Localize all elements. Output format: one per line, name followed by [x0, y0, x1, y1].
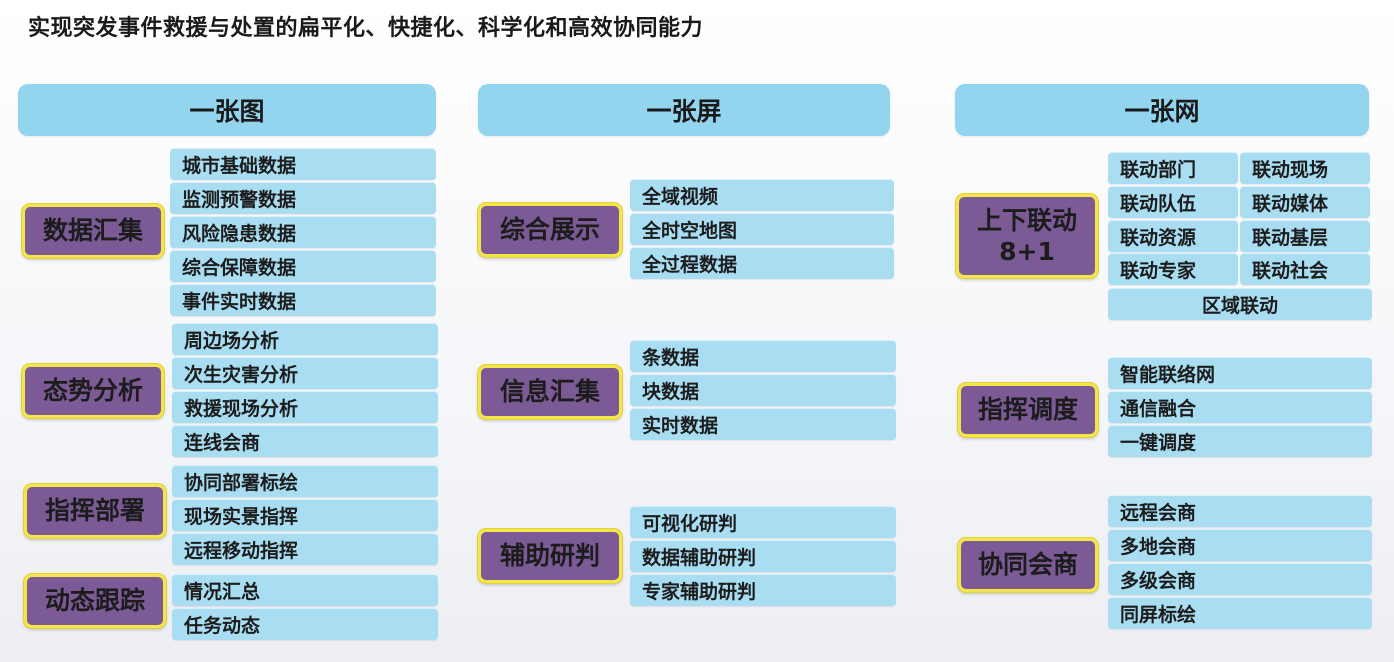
list-item: 全时空地图 [630, 213, 894, 245]
category-comprehensive-display: 综合展示 [478, 203, 622, 257]
category-data-collection: 数据汇集 [22, 204, 164, 258]
list-item: 综合保障数据 [170, 250, 436, 282]
category-info-collection: 信息汇集 [478, 365, 622, 419]
category-situation-analysis: 态势分析 [22, 364, 164, 418]
category-dispatch: 指挥调度 [958, 383, 1098, 437]
list-item: 现场实景指挥 [172, 499, 438, 531]
list-item: 智能联络网 [1108, 357, 1372, 389]
list-item: 联动社会 [1240, 253, 1370, 285]
list-item: 条数据 [630, 340, 896, 372]
page-title: 实现突发事件救援与处置的扁平化、快捷化、科学化和高效协同能力 [28, 16, 704, 41]
list-item: 城市基础数据 [170, 148, 436, 180]
list-item: 联动现场 [1240, 152, 1370, 184]
list-item: 联动部门 [1108, 152, 1238, 184]
list-item: 全过程数据 [630, 247, 894, 279]
category-command-deploy: 指挥部署 [24, 484, 166, 538]
list-item: 数据辅助研判 [630, 540, 896, 572]
list-item: 连线会商 [172, 425, 438, 457]
list-item: 远程移动指挥 [172, 533, 438, 565]
list-item: 联动资源 [1108, 220, 1238, 252]
category-assisted-judgment: 辅助研判 [478, 529, 622, 583]
column-header-2: 一张屏 [478, 84, 890, 136]
list-item: 救援现场分析 [172, 391, 438, 423]
list-item: 实时数据 [630, 408, 896, 440]
list-item: 风险隐患数据 [170, 216, 436, 248]
list-item: 远程会商 [1108, 495, 1372, 527]
list-item: 通信融合 [1108, 391, 1372, 423]
list-item: 次生灾害分析 [172, 357, 438, 389]
list-item: 多级会商 [1108, 563, 1372, 595]
list-item: 周边场分析 [172, 323, 438, 355]
list-item: 区域联动 [1108, 288, 1372, 320]
list-item: 同屏标绘 [1108, 597, 1372, 629]
list-item: 可视化研判 [630, 506, 896, 538]
list-item: 多地会商 [1108, 529, 1372, 561]
list-item: 联动媒体 [1240, 186, 1370, 218]
list-item: 联动队伍 [1108, 186, 1238, 218]
list-item: 全域视频 [630, 179, 894, 211]
list-item: 协同部署标绘 [172, 465, 438, 497]
category-linkage-sublabel: 8+1 [999, 237, 1055, 266]
list-item: 联动专家 [1108, 253, 1238, 285]
list-item: 监测预警数据 [170, 182, 436, 214]
column-header-1: 一张图 [18, 84, 436, 136]
list-item: 情况汇总 [172, 574, 438, 606]
list-item: 块数据 [630, 374, 896, 406]
list-item: 联动基层 [1240, 220, 1370, 252]
list-item: 事件实时数据 [170, 284, 436, 316]
list-item: 任务动态 [172, 608, 438, 640]
list-item: 一键调度 [1108, 425, 1372, 457]
category-consultation: 协同会商 [958, 538, 1098, 592]
list-item: 专家辅助研判 [630, 574, 896, 606]
category-linkage: 上下联动 8+1 [956, 194, 1098, 278]
category-linkage-label: 上下联动 [976, 205, 1077, 235]
column-header-3: 一张网 [955, 84, 1369, 136]
category-dynamic-tracking: 动态跟踪 [24, 574, 166, 628]
